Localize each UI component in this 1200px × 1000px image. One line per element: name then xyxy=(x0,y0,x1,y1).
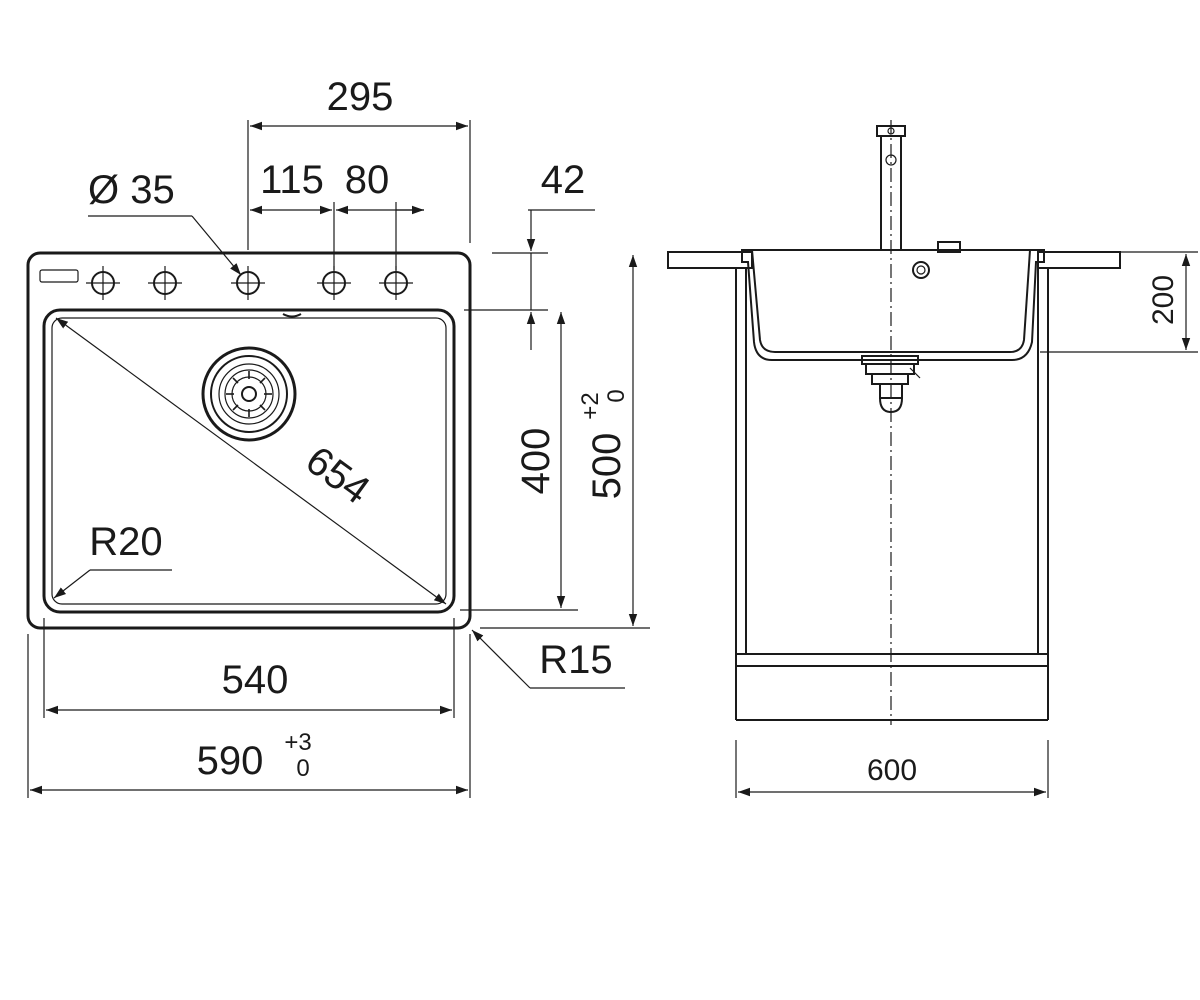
dim-outer-depth: 500 xyxy=(585,433,629,500)
dim-diagonal: 654 xyxy=(298,438,378,513)
dim-cabinet-width: 600 xyxy=(867,754,917,787)
dim-hole-spacing-b: 80 xyxy=(345,158,390,202)
worktop-right xyxy=(1037,251,1121,269)
tap-hole-1 xyxy=(86,266,120,300)
sink-bowl-outline xyxy=(42,308,456,614)
dim-outer-depth-tol-upper: +2 xyxy=(577,392,604,419)
dim-hole-span: 295 xyxy=(327,75,394,119)
cabinet-wall-right xyxy=(1037,267,1049,655)
dim-outer-width-tol-upper: +3 xyxy=(284,729,311,756)
dim-rim-offset: 42 xyxy=(541,158,586,202)
dim-outer-depth-tol-lower: 0 xyxy=(603,389,630,402)
dim-outer-width: 590 xyxy=(197,739,264,783)
dim-outer-width-tol-lower: 0 xyxy=(296,755,309,782)
dim-hole-diameter: Ø 35 xyxy=(88,168,175,212)
sink-outer-outline xyxy=(26,251,472,630)
dim-bowl-depth: 400 xyxy=(514,428,558,495)
tap-hole-2 xyxy=(148,266,182,300)
tap-hole-5 xyxy=(379,266,413,300)
dim-inner-width: 540 xyxy=(222,658,289,702)
tap-hole-3 xyxy=(231,266,265,300)
dim-inner-radius: R20 xyxy=(89,520,162,564)
worktop-left xyxy=(667,251,753,269)
tap-hole-4 xyxy=(317,266,351,300)
cabinet-bottom xyxy=(735,653,1049,667)
tap xyxy=(876,125,961,279)
sink-bowl-section xyxy=(741,249,1045,361)
top-view: 295 115 80 Ø 35 42 400 500 +2 0 654 xyxy=(26,75,650,798)
dim-outer-radius: R15 xyxy=(539,638,612,682)
drain-strainer xyxy=(201,346,297,442)
dim-hole-spacing-a: 115 xyxy=(260,158,324,202)
overflow-label-plate xyxy=(39,269,79,283)
overflow-slot xyxy=(282,313,302,318)
side-view: 200 600 xyxy=(667,120,1198,798)
cabinet-wall-left xyxy=(735,267,747,655)
dim-side-depth: 200 xyxy=(1147,275,1180,325)
